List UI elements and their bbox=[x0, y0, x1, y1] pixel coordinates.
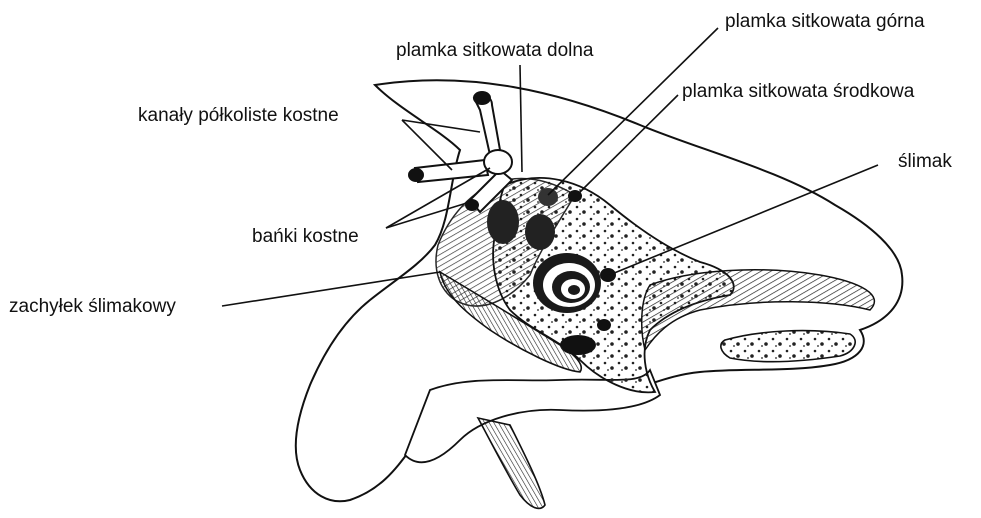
canal-upper-opening bbox=[473, 91, 491, 105]
styloid-process bbox=[478, 418, 545, 508]
label-superior-macula-cribrosa: plamka sitkowata górna bbox=[725, 12, 925, 31]
label-middle-macula-cribrosa: plamka sitkowata środkowa bbox=[682, 82, 914, 101]
canal-posterior-opening bbox=[465, 199, 479, 211]
label-cochlear-recess: zachyłek ślimakowy bbox=[9, 297, 176, 316]
label-bony-semicircular-canals: kanały półkoliste kostne bbox=[138, 106, 339, 125]
vestibule-cavity-1 bbox=[487, 200, 519, 244]
label-cochlea: ślimak bbox=[898, 152, 952, 171]
vestibule-cavity-2 bbox=[525, 214, 555, 250]
label-inferior-macula-cribrosa: plamka sitkowata dolna bbox=[396, 41, 594, 60]
label-bony-ampullae: bańki kostne bbox=[252, 227, 359, 246]
cochlea-spiral bbox=[533, 253, 601, 313]
foramen-2 bbox=[597, 319, 611, 331]
ampulla-junction bbox=[484, 150, 512, 174]
vestibule-cavity-3 bbox=[538, 188, 558, 206]
canal-lateral-opening bbox=[408, 168, 424, 182]
